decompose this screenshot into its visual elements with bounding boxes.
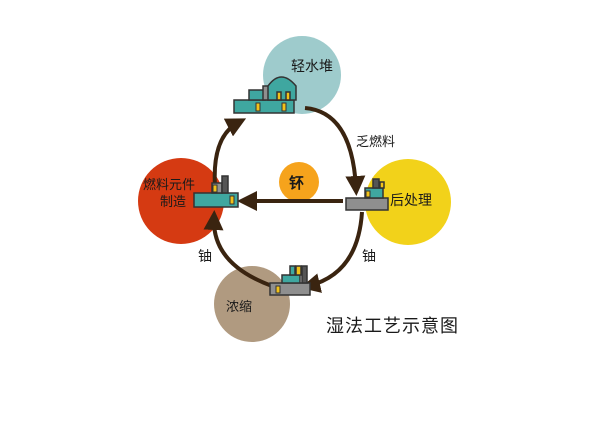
reprocessing-circle [365, 159, 451, 245]
fuel-fabrication-facility-icon [193, 175, 239, 208]
arrow-fuel-fabrication-to-reactor [212, 118, 247, 187]
reactor-facility-icon [233, 76, 297, 114]
reactor-label: 轻水堆 [291, 59, 333, 75]
uranium-left-label: 铀 [198, 249, 212, 265]
arrow-enrichment-to-fuel-fabrication [203, 210, 273, 288]
fuel-fabrication-circle [138, 158, 224, 244]
arrow-reactor-to-reprocessing [304, 106, 366, 196]
reprocessing-facility-icon [345, 178, 389, 211]
enrichment-label: 浓缩 [226, 300, 253, 315]
enrichment-facility-icon [269, 265, 311, 296]
uranium-right-label: 铀 [362, 249, 376, 265]
diagram-title: 湿法工艺示意图 [326, 316, 459, 337]
plutonium-label: 钚 [289, 174, 305, 192]
plutonium-circle [279, 162, 319, 202]
spent-fuel-label: 乏燃料 [356, 135, 396, 150]
arrow-reprocessing-to-enrichment [300, 211, 364, 293]
fuel-fabrication-label-line2: 制造 [160, 195, 187, 210]
reprocessing-label: 后处理 [390, 193, 432, 209]
fuel-fabrication-label-line1: 燃料元件 [143, 178, 196, 193]
